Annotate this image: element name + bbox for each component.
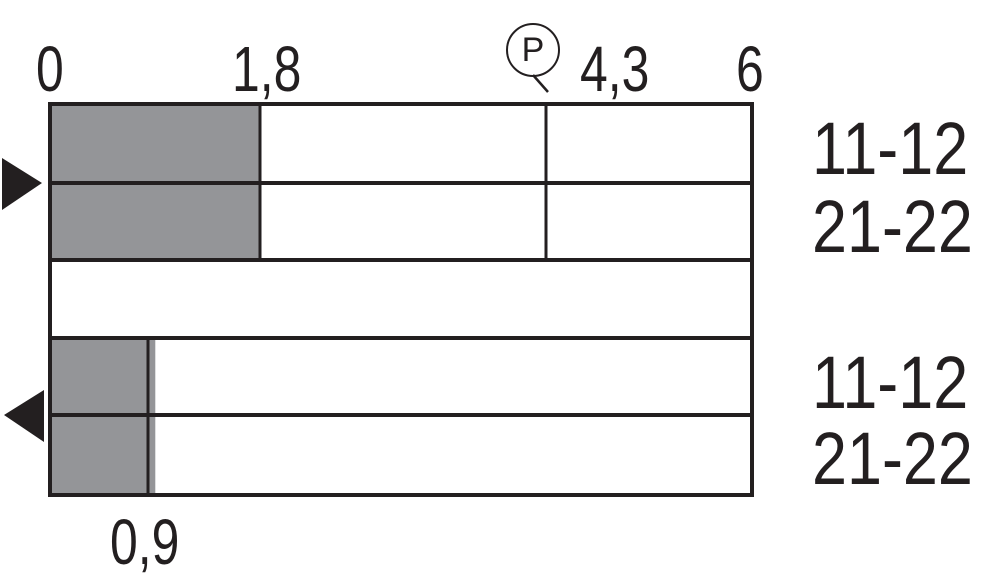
marker-pointer	[532, 74, 549, 93]
return-arrow-icon	[4, 390, 44, 442]
contact-label: 11-12	[812, 341, 969, 424]
scale-label-start: 0	[36, 33, 64, 105]
forward-arrow-icon	[2, 158, 42, 210]
scale-label-second: 4,3	[580, 33, 650, 105]
closed-contact-bar	[50, 415, 156, 495]
diagram-frame	[48, 102, 754, 497]
bottom-label: 0,9	[110, 506, 180, 578]
contact-label: 21-22	[812, 417, 973, 500]
contact-label: 11-12	[812, 107, 969, 190]
closed-contact-bar	[50, 338, 156, 415]
scale-label-end: 6	[736, 33, 764, 105]
scale-label-first: 1,8	[232, 33, 302, 105]
closed-contact-bar	[50, 183, 261, 260]
contact-label: 21-22	[812, 185, 973, 268]
pretravel-marker: P	[506, 23, 560, 77]
closed-contact-bar	[50, 104, 261, 183]
